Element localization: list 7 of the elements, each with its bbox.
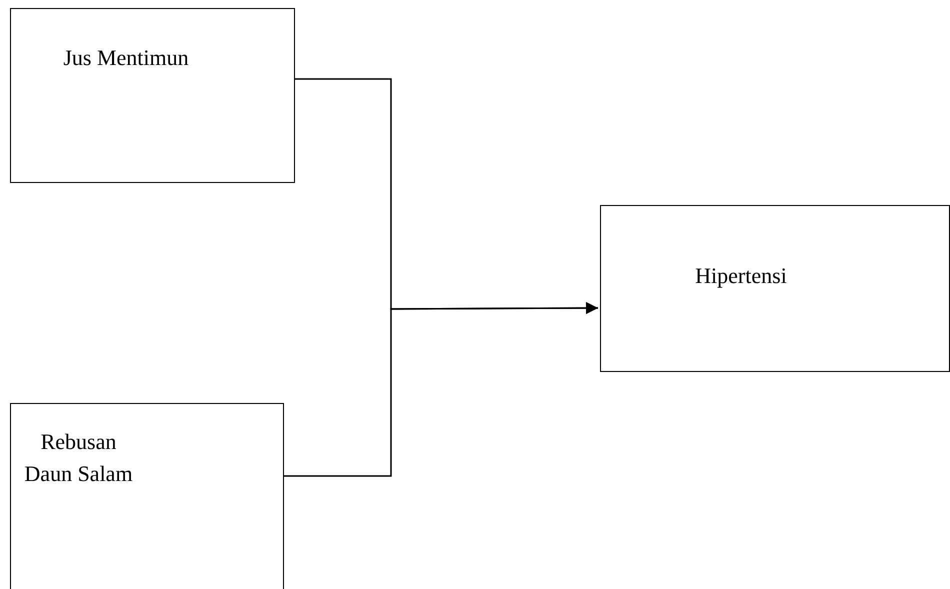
process-box: [600, 205, 950, 372]
node-label: Hipertensi: [694, 262, 788, 290]
arrow: [284, 302, 598, 477]
process-box: [10, 403, 284, 589]
process-box: [10, 8, 295, 183]
node-label: Jus Mentimun: [62, 44, 190, 72]
node-label: Rebusan Daun Salam: [23, 428, 134, 488]
